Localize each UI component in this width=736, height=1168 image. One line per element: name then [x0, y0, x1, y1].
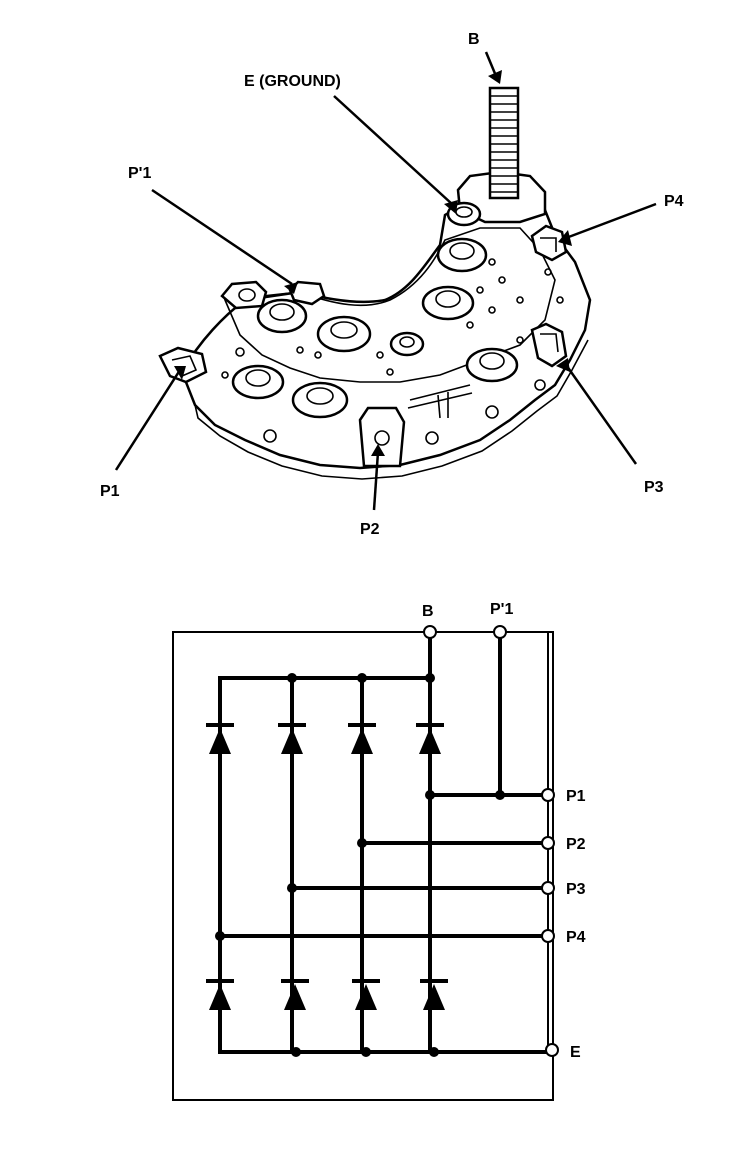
rectifier-schematic: B P'1 P1 P2 P3 P4 E: [172, 601, 586, 1101]
schematic-label-e: E: [570, 1044, 581, 1061]
schematic-label-p4: P4: [566, 929, 586, 946]
mounting-holes: [221, 258, 564, 445]
label-p1: P1: [100, 483, 120, 500]
terminal-p3: [541, 881, 555, 895]
label-p1-prime: P'1: [128, 165, 151, 182]
terminal-p1: [541, 788, 555, 802]
schematic-label-p1: P1: [566, 788, 586, 805]
b-terminal-stud: [456, 86, 547, 224]
terminal-clip-p2: [358, 406, 406, 468]
schematic-frame: [172, 631, 554, 1101]
label-p3: P3: [644, 479, 664, 496]
terminal-e: [545, 1043, 559, 1057]
schematic-label-p1-prime: P'1: [490, 601, 513, 618]
schematic-label-p2: P2: [566, 836, 586, 853]
junction-dots: [215, 673, 505, 1057]
label-p2: P2: [360, 521, 380, 538]
terminal-clip-p3: [530, 322, 568, 368]
terminal-clip-p1: [158, 346, 208, 384]
terminal-b: [423, 625, 437, 639]
label-p4: P4: [664, 193, 684, 210]
diode-pads: [231, 237, 519, 419]
terminal-p2: [541, 836, 555, 850]
center-slot: [407, 384, 473, 419]
rectifier-base-edge: [194, 339, 589, 480]
label-e-ground: E (GROUND): [244, 73, 341, 90]
leader-lines: [114, 51, 657, 511]
rectifier-inner-tray: [223, 227, 556, 383]
schematic-label-b: B: [422, 603, 434, 620]
schematic-label-p3: P3: [566, 881, 586, 898]
upper-diodes: [206, 723, 444, 754]
label-b: B: [468, 31, 480, 48]
terminal-p1-prime: [493, 625, 507, 639]
rectifier-illustration: B E (GROUND) P'1 P4 P1 P2 P3: [100, 31, 684, 538]
terminal-p4: [541, 929, 555, 943]
lower-diodes: [206, 979, 448, 1010]
terminal-clip-p4: [530, 224, 568, 262]
left-mounting-ear: [220, 280, 268, 310]
